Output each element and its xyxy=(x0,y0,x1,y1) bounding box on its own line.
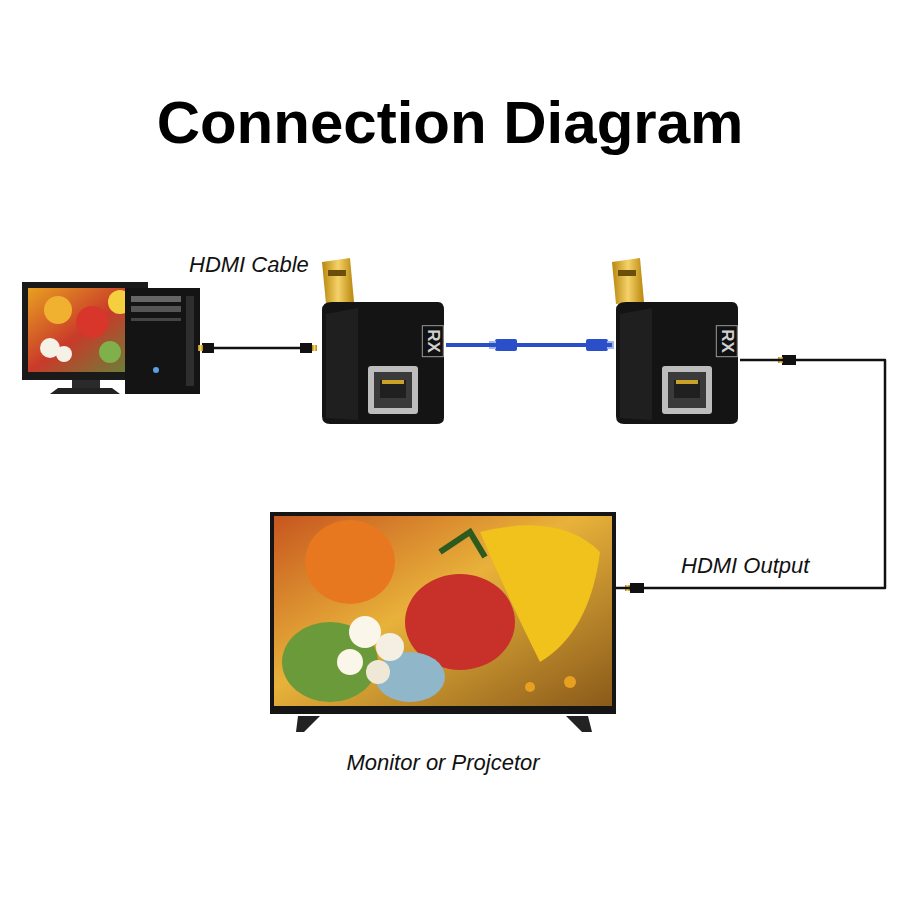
cable-label: HDMI Cable xyxy=(186,252,312,278)
diagram-title: Connection Diagram xyxy=(0,88,900,157)
transmitter-adapter-outline xyxy=(318,300,446,425)
adapter-marking: RX xyxy=(716,325,738,357)
connector-label: HDMI Output xyxy=(678,553,812,579)
display-caption: Monitor or Projcetor xyxy=(270,750,616,776)
adapter-marking: RX xyxy=(422,325,444,357)
monitor-display-outline xyxy=(270,512,616,780)
hdmi-cable xyxy=(198,343,317,353)
receiver-adapter-outline xyxy=(612,300,740,425)
transmitter-adapter: RX xyxy=(318,300,446,425)
monitor-display: Monitor or Projcetor xyxy=(270,512,616,780)
network-cable xyxy=(446,343,612,347)
receiver-adapter: RX xyxy=(612,300,740,425)
hdmi-plug xyxy=(322,258,644,304)
computer-icon xyxy=(22,282,200,394)
